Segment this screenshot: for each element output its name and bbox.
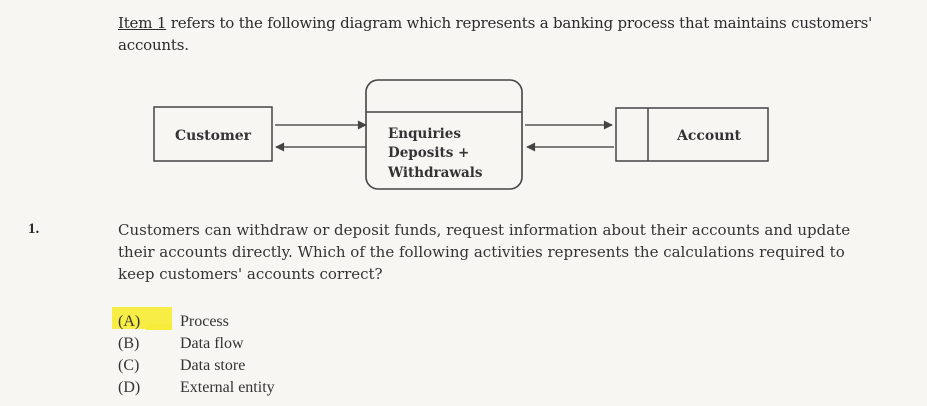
- option-c[interactable]: (C) Data store: [118, 355, 275, 377]
- option-letter: (B): [118, 335, 140, 352]
- option-b[interactable]: (B) Data flow: [118, 333, 275, 355]
- option-text: Data store: [180, 357, 246, 374]
- question-number: 1.: [28, 221, 40, 237]
- question-text: Customers can withdraw or deposit funds,…: [118, 221, 851, 283]
- process-line-2: Deposits +: [388, 145, 469, 161]
- account-datastore: Account: [615, 107, 769, 162]
- answer-highlight-tail: [146, 324, 172, 330]
- account-label: Account: [676, 128, 742, 144]
- process-line-3: Withdrawals: [387, 165, 483, 181]
- option-letter: (A): [118, 313, 141, 330]
- intro-body: refers to the following diagram which re…: [118, 14, 873, 54]
- answer-options: (A) Process (B) Data flow (C) Data store (D…: [118, 311, 275, 399]
- customer-box: [153, 106, 273, 162]
- account-box: [615, 107, 769, 162]
- option-letter: (C): [118, 357, 140, 374]
- option-d[interactable]: (D) External entity: [118, 377, 275, 399]
- intro-text: Item 1 refers to the following diagram w…: [118, 12, 898, 56]
- process-line-1: Enquiries: [388, 126, 461, 142]
- process-node: Enquiries Deposits + Withdrawals: [365, 79, 523, 190]
- process-box: [365, 79, 523, 190]
- option-a[interactable]: (A) Process: [118, 311, 275, 333]
- option-text: External entity: [180, 379, 275, 396]
- option-text: Data flow: [180, 335, 244, 352]
- option-text: Process: [180, 313, 229, 330]
- customer-entity: Customer: [153, 106, 273, 162]
- item-reference: Item 1: [118, 14, 167, 32]
- option-letter: (D): [118, 379, 141, 396]
- customer-label: Customer: [175, 128, 252, 144]
- answer-highlight: [112, 307, 172, 329]
